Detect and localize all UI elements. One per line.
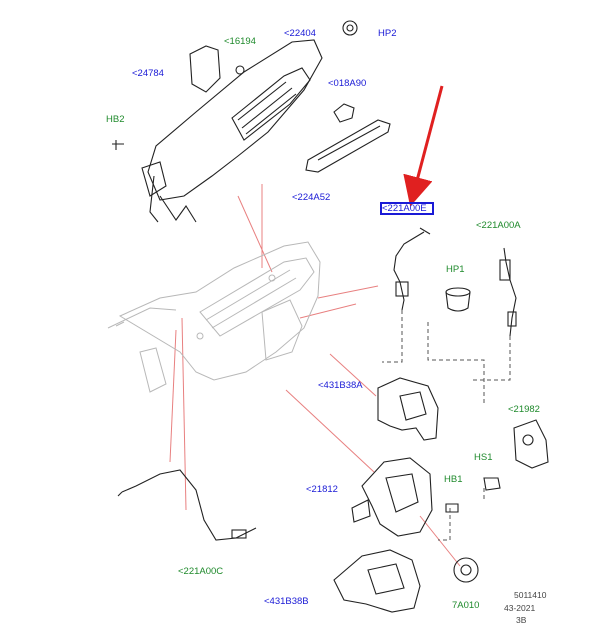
label-7a010: 7A010 xyxy=(452,600,480,611)
bolt-hb1 xyxy=(445,503,459,513)
label-018a90: <018A90 xyxy=(328,78,367,89)
label-21812: <21812 xyxy=(306,484,338,495)
label-221a00c: <221A00C xyxy=(178,566,224,577)
reference-suffix: 3B xyxy=(516,615,527,625)
assembly-dashed-lines xyxy=(382,310,511,541)
latch-21812 xyxy=(351,457,433,537)
label-hs1: HS1 xyxy=(474,452,493,463)
cable-221a00e xyxy=(393,227,431,311)
label-221a00e: <221A00E xyxy=(382,203,427,214)
label-22404: <22404 xyxy=(284,28,316,39)
label-431b38b: <431B38B xyxy=(264,596,309,607)
highlight-arrow xyxy=(403,85,444,207)
bracket-431b38b xyxy=(333,549,421,613)
label-16194: <16194 xyxy=(224,36,256,47)
bracket-431b38a xyxy=(377,377,439,441)
bracket-21982 xyxy=(513,419,549,469)
plug-hp1 xyxy=(445,287,471,312)
handle-bezel-parts xyxy=(305,103,391,173)
label-221a00a: <221A00A xyxy=(476,220,521,231)
label-hb1: HB1 xyxy=(444,474,463,485)
screw-hs1 xyxy=(483,477,501,491)
highlight-box xyxy=(380,202,434,215)
label-24784: <24784 xyxy=(132,68,164,79)
label-224a52: <224A52 xyxy=(292,192,331,203)
explosion-leader-lines xyxy=(169,184,461,567)
cap-7a010 xyxy=(453,557,479,583)
cable-221a00c xyxy=(117,469,257,541)
reference-number: 5011410 xyxy=(514,590,547,600)
inner-handle-housing-assembly xyxy=(112,20,358,223)
label-hp2: HP2 xyxy=(378,28,397,39)
label-hp1: HP1 xyxy=(446,264,465,275)
label-hb2: HB2 xyxy=(106,114,125,125)
door-module-ghost xyxy=(107,241,321,393)
label-21982: <21982 xyxy=(508,404,540,415)
reference-date: 43-2021 xyxy=(504,603,536,613)
label-431b38a: <431B38A xyxy=(318,380,363,391)
cable-221a00a xyxy=(499,247,517,337)
